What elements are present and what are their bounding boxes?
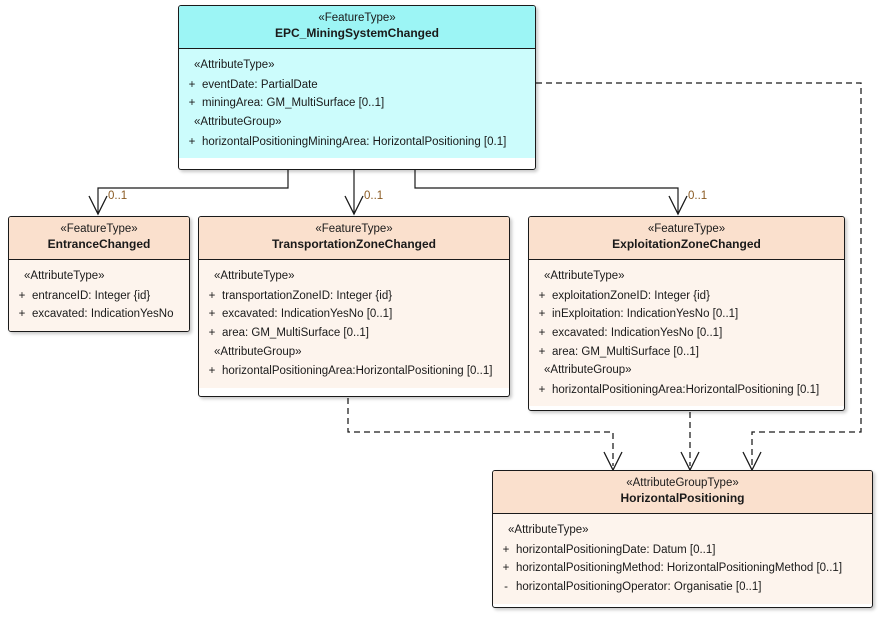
attribute-row: + excavated: IndicationYesNo [0..1]	[202, 305, 506, 324]
class-body-exploitationzonechanged: «AttributeType» + exploitationZoneID: In…	[529, 260, 844, 407]
visibility-marker: +	[208, 289, 216, 302]
attribute-text: eventDate: PartialDate	[202, 78, 318, 91]
attribute-group-label: «AttributeType»	[194, 59, 275, 71]
arrowhead-transportation	[344, 195, 364, 216]
attribute-group-label: «AttributeGroup»	[214, 345, 302, 358]
attribute-row: + horizontalPositioningArea:HorizontalPo…	[202, 362, 506, 381]
class-stereotype: «AttributeGroupType»	[626, 477, 739, 489]
class-header-exploitationzonechanged: «FeatureType» ExploitationZoneChanged	[529, 217, 844, 260]
attribute-row: + horizontalPositioningArea:HorizontalPo…	[532, 381, 841, 400]
multiplicity-entrance: 0..1	[108, 190, 128, 202]
visibility-marker: +	[538, 345, 546, 358]
class-body-horizontalpositioning: «AttributeType» + horizontalPositioningD…	[493, 514, 872, 604]
attribute-group-label: «AttributeGroup»	[544, 364, 632, 377]
class-name: ExploitationZoneChanged	[612, 237, 761, 252]
visibility-marker: +	[188, 78, 196, 91]
class-body-epc-miningsystemchanged: «AttributeType» + eventDate: PartialDate…	[179, 49, 535, 159]
attribute-text: miningArea: GM_MultiSurface [0..1]	[202, 97, 385, 110]
class-box-transportationzonechanged[interactable]: «FeatureType» TransportationZoneChanged …	[198, 216, 510, 397]
attribute-row: + excavated: IndicationYesNo	[12, 305, 186, 324]
class-name: EPC_MiningSystemChanged	[274, 26, 440, 41]
visibility-marker: +	[502, 562, 510, 575]
class-box-horizontalpositioning[interactable]: «AttributeGroupType» HorizontalPositioni…	[492, 470, 873, 608]
attribute-text: area: GM_MultiSurface [0..1]	[222, 326, 370, 339]
visibility-marker: +	[538, 289, 546, 302]
attribute-text: excavated: IndicationYesNo [0..1]	[552, 326, 723, 339]
attribute-text: horizontalPositioningMethod: HorizontalP…	[516, 562, 843, 575]
class-header-horizontalpositioning: «AttributeGroupType» HorizontalPositioni…	[493, 471, 872, 514]
attribute-text: transportationZoneID: Integer {id}	[222, 289, 393, 302]
attribute-row: + horizontalPositioningMiningArea: Horiz…	[182, 133, 532, 152]
attribute-row: + horizontalPositioningMethod: Horizonta…	[496, 559, 869, 578]
visibility-marker: +	[538, 383, 546, 396]
attribute-row: + eventDate: PartialDate	[182, 76, 532, 95]
arrowhead-exploitation	[668, 195, 688, 216]
visibility-marker: +	[188, 135, 196, 148]
edge-root-to-exploitation	[414, 170, 679, 214]
attribute-text: horizontalPositioningOperator: Organisat…	[516, 580, 762, 593]
visibility-marker: -	[504, 580, 508, 593]
visibility-marker: +	[18, 289, 26, 302]
visibility-marker: +	[502, 543, 510, 556]
class-stereotype: «FeatureType»	[318, 12, 396, 24]
attribute-group-label: «AttributeGroup»	[194, 115, 282, 128]
visibility-marker: +	[208, 365, 216, 378]
visibility-marker: +	[18, 308, 26, 321]
class-stereotype: «FeatureType»	[647, 223, 726, 235]
attribute-row: + horizontalPositioningDate: Datum [0..1…	[496, 541, 869, 560]
attribute-row: + inExploitation: IndicationYesNo [0..1]	[532, 305, 841, 324]
class-box-exploitationzonechanged[interactable]: «FeatureType» ExploitationZoneChanged «A…	[528, 216, 845, 411]
class-header-epc-miningsystemchanged: «FeatureType» EPC_MiningSystemChanged	[179, 6, 535, 49]
visibility-marker: +	[538, 326, 546, 339]
attribute-row: + area: GM_MultiSurface [0..1]	[532, 343, 841, 362]
class-stereotype: «FeatureType»	[60, 223, 138, 235]
attribute-text: horizontalPositioningArea:HorizontalPosi…	[222, 365, 493, 378]
attribute-row: - horizontalPositioningOperator: Organis…	[496, 578, 869, 597]
multiplicity-transportation: 0..1	[364, 190, 384, 202]
visibility-marker: +	[208, 326, 216, 339]
class-box-entrancechanged[interactable]: «FeatureType» EntranceChanged «Attribute…	[8, 216, 190, 332]
attribute-group-label: «AttributeType»	[544, 270, 625, 282]
class-header-entrancechanged: «FeatureType» EntranceChanged	[9, 217, 189, 260]
class-name: EntranceChanged	[47, 237, 151, 252]
visibility-marker: +	[538, 308, 546, 321]
visibility-marker: +	[208, 308, 216, 321]
class-header-transportationzonechanged: «FeatureType» TransportationZoneChanged	[199, 217, 509, 260]
attribute-text: horizontalPositioningDate: Datum [0..1]	[516, 543, 716, 556]
attribute-row: + exploitationZoneID: Integer {id}	[532, 287, 841, 306]
multiplicity-exploitation: 0..1	[688, 190, 708, 202]
attribute-text: horizontalPositioningArea:HorizontalPosi…	[552, 383, 820, 396]
class-body-transportationzonechanged: «AttributeType» + transportationZoneID: …	[199, 260, 509, 388]
attribute-row: + area: GM_MultiSurface [0..1]	[202, 324, 506, 343]
attribute-group-label: «AttributeType»	[24, 270, 105, 282]
arrowhead-entrance	[88, 195, 108, 216]
class-box-epc-miningsystemchanged[interactable]: «FeatureType» EPC_MiningSystemChanged «A…	[178, 5, 536, 170]
class-name: HorizontalPositioning	[620, 491, 745, 506]
attribute-text: area: GM_MultiSurface [0..1]	[552, 345, 700, 358]
attribute-row: + excavated: IndicationYesNo [0..1]	[532, 324, 841, 343]
attribute-group-label: «AttributeType»	[508, 524, 589, 536]
arrowhead-horizontalpositioning-2	[680, 451, 700, 472]
attribute-text: excavated: IndicationYesNo	[32, 308, 174, 321]
arrowhead-horizontalpositioning-1	[603, 451, 623, 472]
arrowhead-horizontalpositioning-3	[742, 451, 762, 472]
attribute-text: inExploitation: IndicationYesNo [0..1]	[552, 308, 739, 321]
attribute-text: exploitationZoneID: Integer {id}	[552, 289, 710, 302]
class-body-entrancechanged: «AttributeType» + entranceID: Integer {i…	[9, 260, 189, 331]
class-name: TransportationZoneChanged	[271, 237, 436, 252]
attribute-text: excavated: IndicationYesNo [0..1]	[222, 308, 393, 321]
visibility-marker: +	[188, 97, 196, 110]
attribute-group-label: «AttributeType»	[214, 270, 295, 282]
class-stereotype: «FeatureType»	[315, 223, 393, 235]
attribute-text: entranceID: Integer {id}	[32, 289, 151, 302]
attribute-row: + miningArea: GM_MultiSurface [0..1]	[182, 94, 532, 113]
attribute-text: horizontalPositioningMiningArea: Horizon…	[202, 135, 507, 148]
attribute-row: + entranceID: Integer {id}	[12, 287, 186, 306]
attribute-row: + transportationZoneID: Integer {id}	[202, 287, 506, 306]
